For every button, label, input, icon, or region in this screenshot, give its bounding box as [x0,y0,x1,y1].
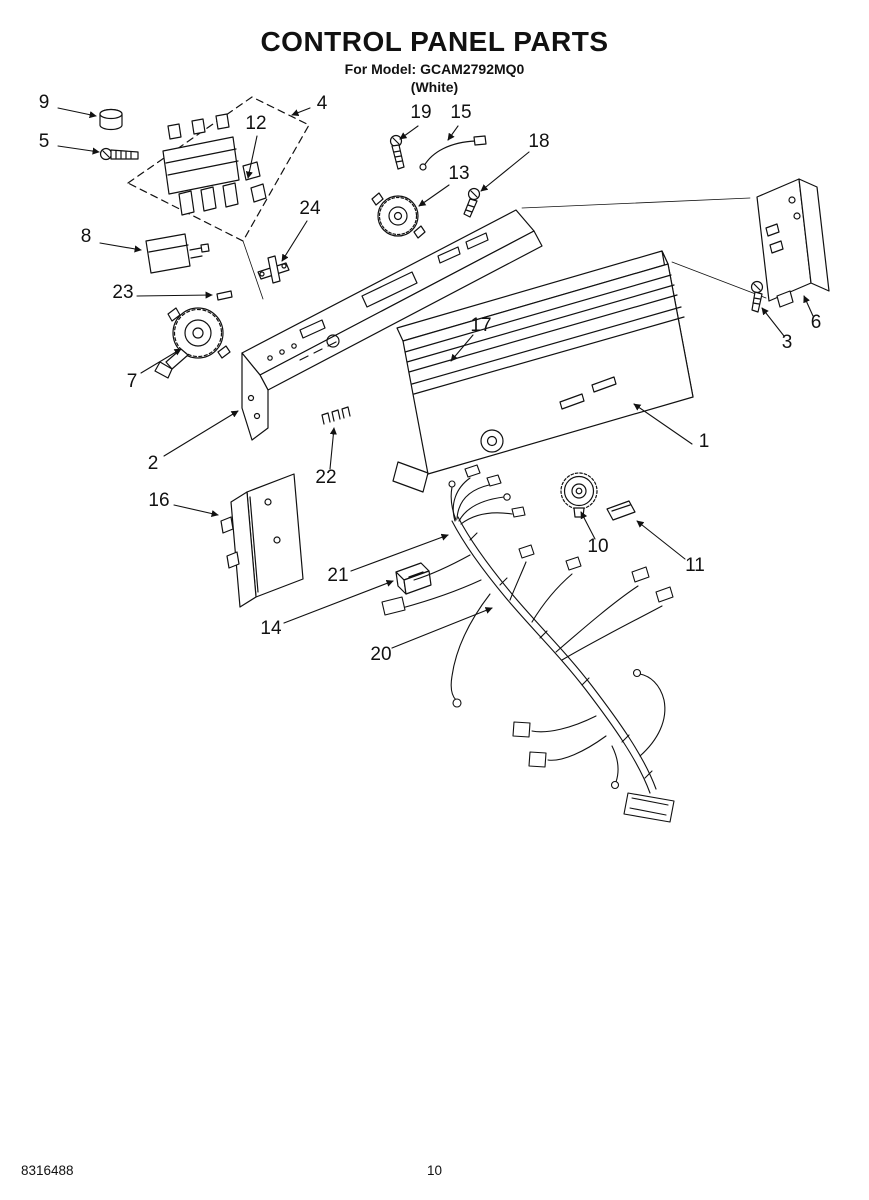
panel-clips [321,406,351,425]
part-callout-14: 14 [260,618,282,639]
part-callout-15: 15 [450,102,472,123]
switch-part-8 [145,233,210,274]
part-callout-5: 5 [38,131,50,152]
part-callout-11: 11 [685,555,705,576]
part-callout-19: 19 [410,102,432,123]
wiring-harness [381,464,675,823]
dashed-enclosure [127,96,310,242]
right-end-bracket [756,178,830,308]
left-end-bracket [220,473,304,608]
part-callout-12: 12 [245,113,267,134]
rocker-switch [395,562,432,595]
color-line: (White) [410,78,459,95]
timer-part-7 [154,307,231,379]
part-callout-20: 20 [370,644,392,665]
dial-part [560,472,598,518]
part-callout-16: 16 [148,490,170,511]
part-callout-3: 3 [781,332,793,353]
pin-part [216,290,233,301]
page-number: 10 [426,1163,443,1178]
part-callout-23: 23 [112,282,134,303]
part-callout-9: 9 [38,92,50,113]
rear-console-panel [241,209,543,441]
leader-lines [57,107,814,649]
part-callout-1: 1 [698,431,710,452]
part-callout-24: 24 [299,198,321,219]
clip-bracket [257,255,290,284]
cap-part [99,108,123,131]
part-callout-6: 6 [810,312,822,333]
jumper-wire [419,135,487,171]
screw-part-19 [389,134,405,170]
page-header: CONTROL PANEL PARTS For Model: GCAM2792M… [0,24,869,96]
document-number: 8316488 [21,1163,74,1178]
part-callout-2: 2 [147,453,159,474]
part-callout-7: 7 [126,371,138,392]
screw-part-5 [99,147,139,161]
part-callout-17: 17 [470,315,492,336]
part-callout-22: 22 [315,467,337,488]
screw-part-18 [463,187,481,218]
part-callout-18: 18 [528,131,550,152]
timer-motor [371,192,426,239]
part-callout-21: 21 [327,565,349,586]
connector-block [162,113,267,216]
model-line: For Model: GCAM2792MQ0 [344,61,525,77]
projection-lines [242,197,767,300]
knob-part [606,500,636,521]
part-callout-10: 10 [587,536,609,557]
screw-part-3 [750,280,764,313]
part-callout-13: 13 [448,163,470,184]
part-callout-8: 8 [80,226,92,247]
page-title: CONTROL PANEL PARTS [260,26,609,57]
front-control-panel [392,250,694,493]
part-callout-4: 4 [316,93,328,114]
